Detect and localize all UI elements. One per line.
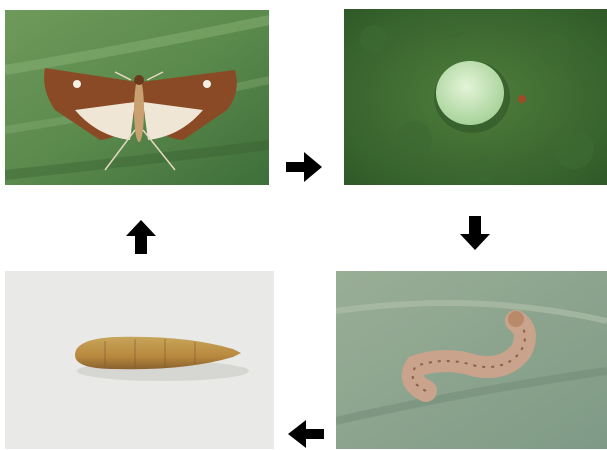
arrow-up-icon bbox=[124, 218, 158, 256]
arrow-right-icon bbox=[284, 150, 324, 184]
larva-photo bbox=[336, 271, 607, 449]
arrow-down-icon bbox=[458, 214, 492, 252]
pupa-photo bbox=[5, 271, 274, 449]
arrow-left-icon bbox=[286, 418, 326, 450]
egg-photo bbox=[344, 9, 607, 185]
moth-photo bbox=[5, 10, 269, 185]
